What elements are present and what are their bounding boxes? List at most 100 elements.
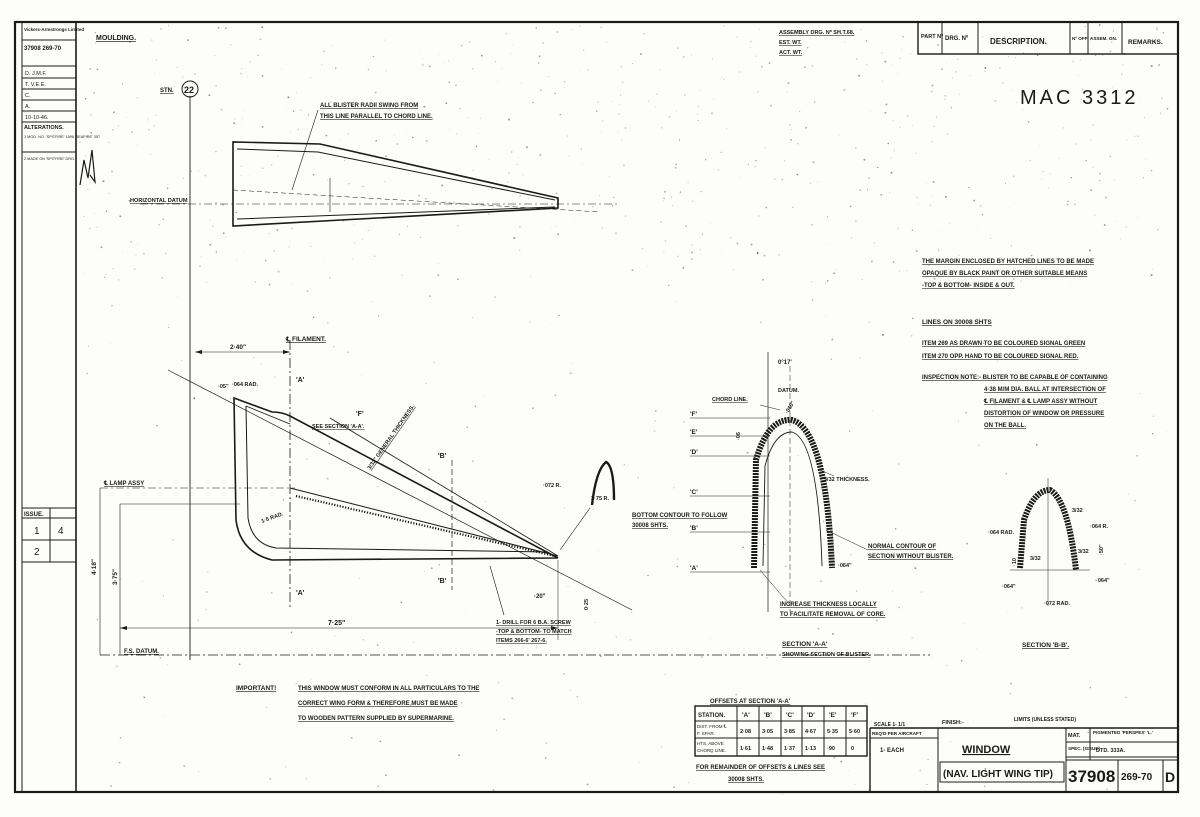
speck (865, 40, 868, 42)
speck (111, 304, 113, 307)
spec-value: DTD. 333A. (1096, 748, 1126, 754)
table-cell: ·90 (827, 746, 835, 752)
hdr-description: DESCRIPTION. (990, 37, 1047, 46)
item-269-note: ITEM 269 AS DRAWN TO BE COLOURED SIGNAL … (922, 341, 1085, 347)
speck (817, 627, 820, 630)
speck (329, 277, 331, 279)
speck (897, 73, 899, 75)
speck (791, 206, 794, 209)
speck (96, 226, 98, 229)
speck (425, 140, 428, 142)
speck (448, 81, 450, 83)
bb-10: ·10 (1012, 558, 1018, 566)
speck (220, 438, 222, 440)
speck (957, 420, 959, 422)
speck (678, 194, 680, 195)
table-cell: 3·05 (762, 729, 773, 735)
speck (513, 237, 516, 239)
bb-50: ·50" (1099, 544, 1105, 555)
speck (135, 254, 137, 256)
speck (360, 374, 362, 376)
speck (1004, 182, 1007, 184)
speck (131, 131, 133, 133)
speck (155, 59, 158, 61)
speck (160, 28, 162, 30)
speck (858, 74, 861, 77)
speck (699, 90, 701, 91)
speck (111, 170, 113, 173)
speck (1041, 178, 1043, 180)
speck (861, 278, 863, 280)
speck (931, 84, 934, 87)
speck (1136, 135, 1139, 138)
speck (240, 165, 243, 168)
speck (90, 114, 92, 116)
speck (902, 36, 904, 38)
speck (860, 28, 862, 31)
speck (353, 224, 355, 226)
speck (1094, 579, 1096, 581)
speck (997, 657, 999, 659)
speck (825, 283, 826, 285)
speck (604, 260, 606, 261)
speck (1087, 731, 1089, 734)
speck (957, 58, 959, 60)
speck (293, 110, 295, 112)
speck (240, 72, 243, 75)
speck (1112, 87, 1114, 89)
speck (735, 693, 738, 696)
speck (527, 197, 530, 199)
speck (407, 225, 409, 227)
speck (706, 89, 708, 90)
scale-label: SCALE 1- 1/1 (874, 722, 905, 728)
speck (1166, 431, 1168, 433)
speck (206, 282, 208, 283)
speck (260, 137, 262, 139)
speck (847, 770, 849, 771)
normal-contour-1: NORMAL CONTOUR OF (868, 544, 936, 550)
speck (946, 664, 948, 666)
speck (1106, 788, 1108, 790)
issue-label: ISSUE. (24, 512, 44, 518)
speck (838, 134, 840, 136)
remainder-note-1: FOR REMAINDER OF OFFSETS & LINES SEE (696, 765, 825, 771)
speck (413, 642, 415, 643)
speck (701, 233, 704, 235)
speck (788, 123, 791, 126)
increase-note-1: INCREASE THICKNESS LOCALLY (780, 602, 877, 608)
speck (1005, 473, 1008, 475)
speck (113, 111, 115, 113)
speck (982, 342, 985, 345)
speck (1134, 135, 1136, 138)
section-a-top: 'A' (296, 377, 305, 384)
speck (1089, 41, 1091, 42)
speck (688, 782, 690, 784)
speck (105, 273, 107, 275)
speck (277, 270, 280, 273)
speck (155, 114, 157, 116)
speck (765, 206, 768, 209)
speck (484, 500, 486, 502)
speck (932, 180, 935, 183)
speck (1062, 127, 1065, 129)
speck (787, 82, 790, 85)
speck (677, 255, 679, 257)
speck (944, 257, 946, 259)
speck (659, 69, 661, 71)
speck (84, 98, 87, 100)
speck (1139, 393, 1141, 394)
assembly-ref-2: EST. WT. (779, 40, 802, 46)
speck (142, 252, 145, 255)
speck (854, 147, 857, 150)
inspection-note-2: 4·38 M/M DIA. BALL AT INTERSECTION OF (984, 387, 1106, 393)
speck (269, 777, 272, 780)
speck (1098, 172, 1101, 175)
speck (497, 80, 499, 82)
speck (919, 769, 922, 772)
speck (813, 101, 816, 103)
speck (471, 176, 473, 178)
speck (968, 186, 970, 189)
speck (950, 261, 952, 264)
speck (738, 176, 740, 178)
speck (508, 118, 511, 121)
